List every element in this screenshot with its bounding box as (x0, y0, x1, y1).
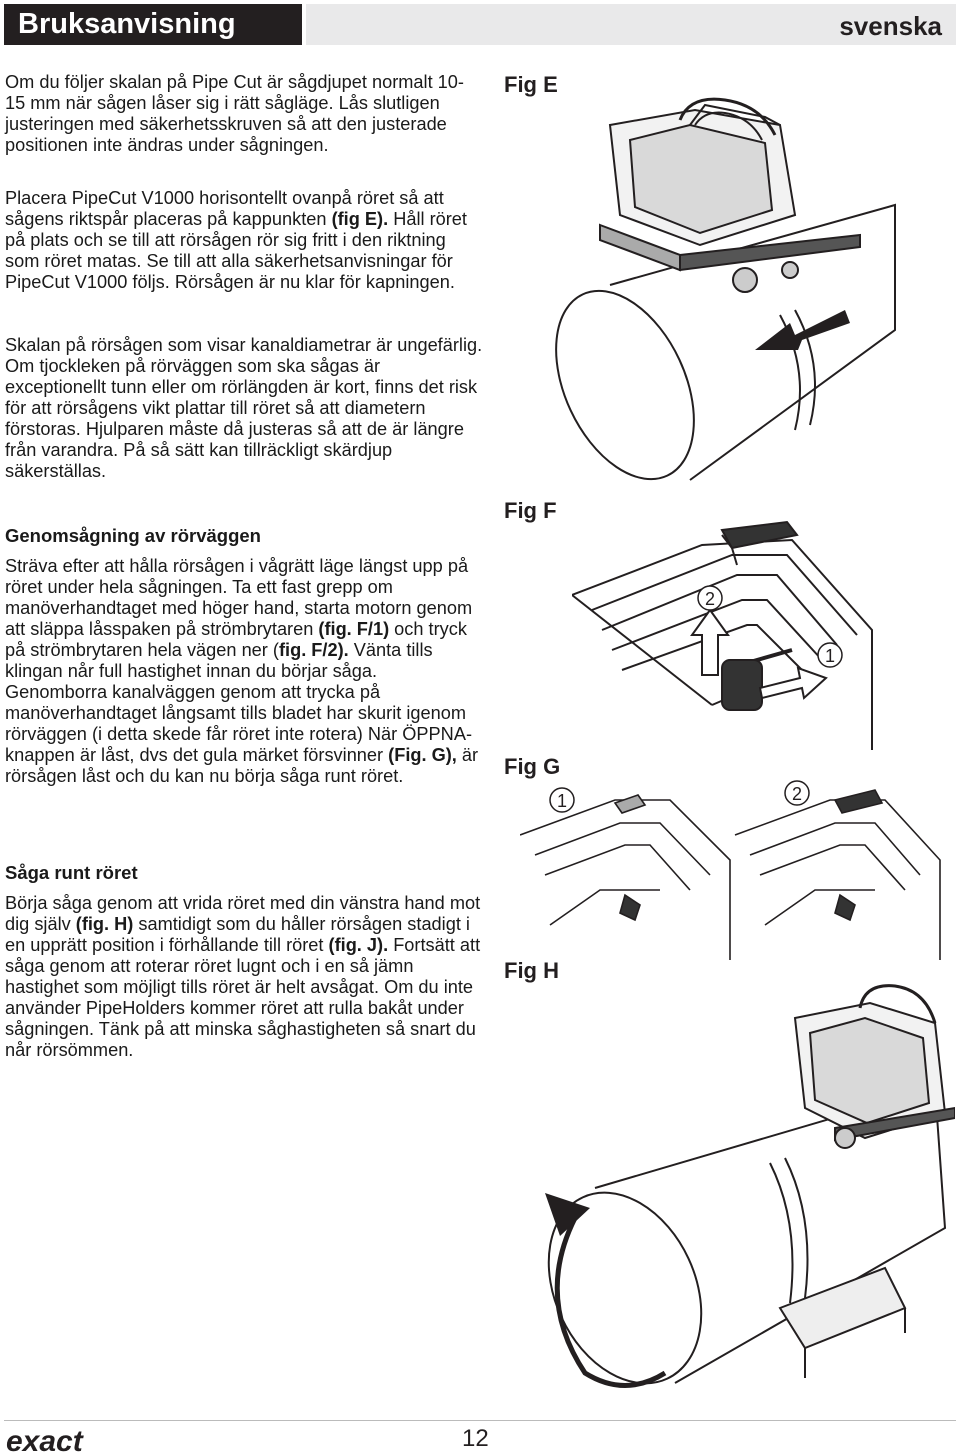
paragraph-text: Skalan på rörsågen som visar kanaldiamet… (5, 335, 483, 481)
fig-reference: fig. F/2). (278, 640, 349, 660)
text-run: samtidigt som du håller rörsågen stadigt… (5, 914, 470, 955)
paragraph-text: Placera PipeCut V1000 horisontellt ovanp… (5, 188, 483, 293)
fig-f-illustration: 2 1 (572, 520, 873, 750)
svg-text:2: 2 (792, 784, 802, 804)
fig-f-marker-2: 2 (697, 585, 723, 611)
paragraph-placement: Placera PipeCut V1000 horisontellt ovanp… (5, 188, 483, 293)
page-number: 12 (462, 1425, 489, 1452)
text-run: Sträva efter att hålla rörsågen i vågrät… (5, 556, 473, 639)
svg-text:2: 2 (705, 589, 715, 609)
fig-reference: (fig. H) (75, 914, 134, 934)
fig-e-label: Fig E (504, 72, 558, 97)
fig-h-label: Fig H (504, 958, 559, 983)
text-run: Placera PipeCut V1000 horisontellt ovanp… (5, 188, 444, 229)
text-run: är rörsågen låst och du kan nu börja såg… (5, 745, 479, 786)
footer-divider (4, 1420, 956, 1421)
fig-e-illustration (555, 97, 896, 481)
section-heading-wall-cut: Genomsågning av rörväggen (5, 525, 261, 546)
fig-g-label: Fig G (504, 754, 561, 779)
paragraph-scale: Skalan på rörsågen som visar kanaldiamet… (5, 335, 483, 482)
paragraph-text: Börja såga genom att vrida röret med din… (5, 893, 483, 1061)
fig-reference: (fig. J). (328, 935, 389, 955)
text-run: Vänta tills klingan når full hastighet i… (5, 640, 473, 765)
paragraph-sawing-depth: Om du följer skalan på Pipe Cut är sågdj… (5, 72, 483, 156)
fig-reference: (fig. F/1) (318, 619, 390, 639)
fig-g-illustration: 1 2 (520, 780, 941, 960)
paragraph-text: Om du följer skalan på Pipe Cut är sågdj… (5, 72, 464, 155)
fig-g-marker-1: 1 (549, 787, 575, 813)
header-title-bar: Bruksanvisning (4, 4, 302, 45)
fig-f-label: Fig F (504, 498, 557, 523)
fig-g-marker-2: 2 (784, 780, 810, 806)
svg-text:exact: exact (6, 1425, 85, 1455)
paragraph-text: Sträva efter att hålla rörsågen i vågrät… (5, 556, 483, 787)
text-run: och tryck på strömbrytaren hela vägen ne… (5, 619, 467, 660)
header-language: svenska (839, 11, 942, 41)
paragraph-wall-cut: Sträva efter att hålla rörsågen i vågrät… (5, 556, 483, 787)
svg-text:1: 1 (557, 791, 567, 811)
exact-logo: exact (6, 1425, 85, 1455)
svg-text:1: 1 (825, 646, 835, 666)
text-run: Fortsätt att såga genom att roterar röre… (5, 935, 481, 1060)
fig-h-illustration (545, 984, 955, 1388)
fig-f-marker-1: 1 (817, 642, 843, 668)
fig-reference: (fig E). (331, 209, 389, 229)
text-run: Håll röret på plats och se till att rörs… (5, 209, 467, 292)
paragraph-saw-around: Börja såga genom att vrida röret med din… (5, 893, 483, 1061)
header-language-bar: svenska (306, 4, 956, 45)
fig-reference: (Fig. G), (388, 745, 457, 765)
section-heading-saw-around: Såga runt röret (5, 862, 138, 883)
text-run: Börja såga genom att vrida röret med din… (5, 893, 481, 934)
header-title: Bruksanvisning (18, 8, 236, 40)
